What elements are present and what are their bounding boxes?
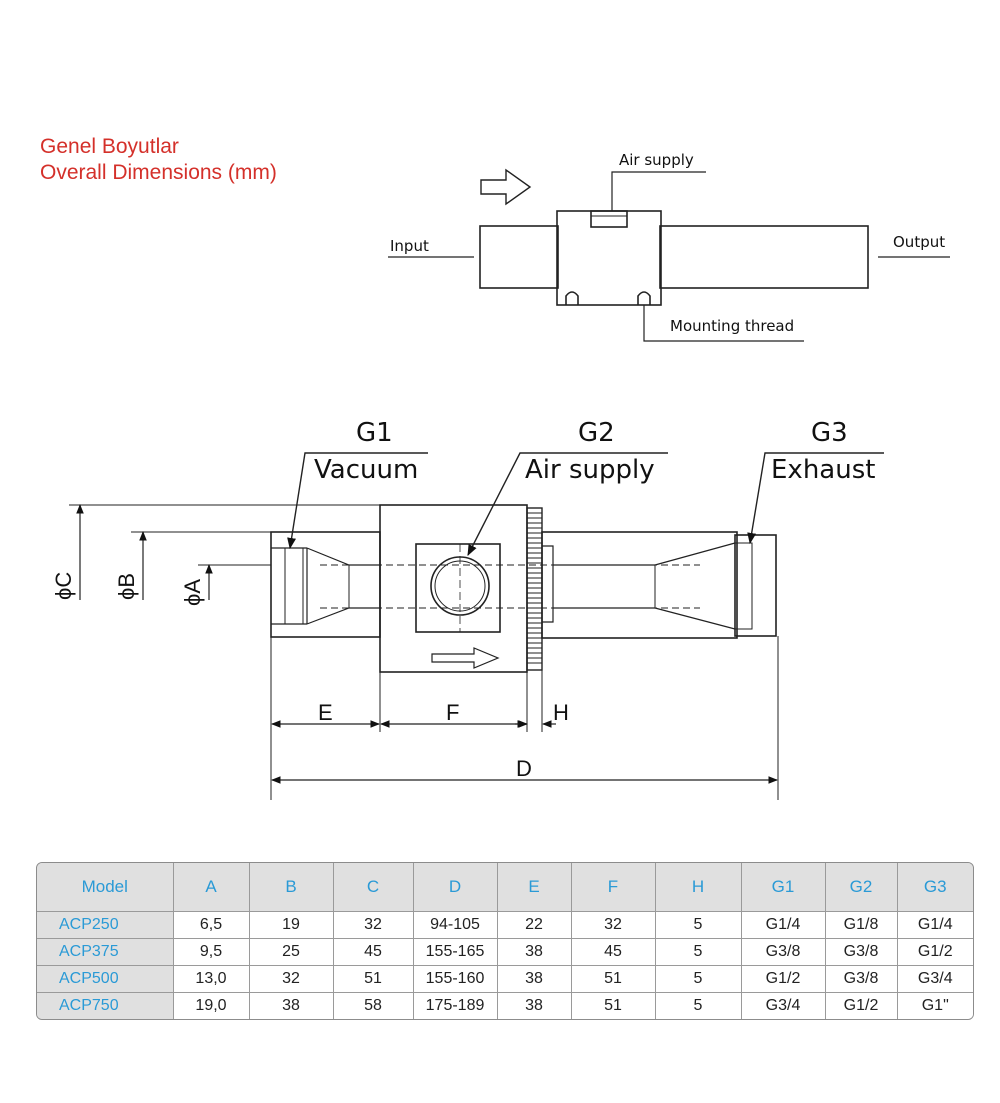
table-cell: G1" bbox=[897, 992, 973, 1019]
dim-b-label: ϕB bbox=[114, 573, 139, 600]
header-a: A bbox=[173, 863, 250, 912]
knurled-ring bbox=[526, 507, 543, 671]
g2-name-label: Air supply bbox=[525, 455, 655, 485]
central-body bbox=[379, 504, 528, 673]
table-cell: 19 bbox=[249, 911, 334, 939]
g1-code-label: G1 bbox=[356, 418, 393, 448]
table-cell: 5 bbox=[655, 938, 742, 966]
dim-d-label: D bbox=[516, 756, 532, 781]
table-cell: 22 bbox=[497, 911, 572, 939]
table-cell: 5 bbox=[655, 911, 742, 939]
output-label: Output bbox=[893, 233, 945, 251]
ejector-body bbox=[556, 210, 662, 306]
table-cell: ACP250 bbox=[37, 911, 174, 939]
exhaust-fitting bbox=[734, 534, 777, 637]
flow-direction-arrow bbox=[480, 168, 532, 206]
air-supply-label: Air supply bbox=[619, 151, 694, 169]
table-cell: G1/4 bbox=[741, 911, 826, 939]
table-cell: 13,0 bbox=[173, 965, 250, 993]
table-cell: ACP750 bbox=[37, 992, 174, 1019]
g2-code-label: G2 bbox=[578, 418, 615, 448]
table-cell: 6,5 bbox=[173, 911, 250, 939]
table-cell: 51 bbox=[571, 992, 656, 1019]
top-diagram bbox=[388, 168, 950, 342]
table-cell: G1/4 bbox=[897, 911, 973, 939]
table-cell: 175-189 bbox=[413, 992, 498, 1019]
table-cell: 32 bbox=[571, 911, 656, 939]
table-cell: 45 bbox=[571, 938, 656, 966]
table-row: ACP250 6,5 19 32 94-105 22 32 5 G1/4 G1/… bbox=[37, 911, 973, 939]
g3-name-label: Exhaust bbox=[771, 455, 875, 485]
exhaust-tube bbox=[541, 531, 738, 639]
table-cell: 38 bbox=[497, 965, 572, 993]
dim-f-label: F bbox=[446, 700, 459, 725]
mounting-hole-right bbox=[637, 291, 651, 305]
header-g1: G1 bbox=[741, 863, 826, 912]
table-cell: 9,5 bbox=[173, 938, 250, 966]
table-cell: 45 bbox=[333, 938, 414, 966]
table-row: ACP375 9,5 25 45 155-165 38 45 5 G3/8 G3… bbox=[37, 938, 973, 966]
header-c: C bbox=[333, 863, 414, 912]
table-cell: ACP500 bbox=[37, 965, 174, 993]
dimension-diagrams: Air supply Input Output Mounting thread bbox=[51, 151, 950, 800]
table-cell: G3/8 bbox=[825, 938, 898, 966]
header-d: D bbox=[413, 863, 498, 912]
table-row: ACP500 13,0 32 51 155-160 38 51 5 G1/2 G… bbox=[37, 965, 973, 993]
header-f: F bbox=[571, 863, 656, 912]
table-cell: G3/8 bbox=[825, 965, 898, 993]
table-cell: 32 bbox=[333, 911, 414, 939]
table-cell: 19,0 bbox=[173, 992, 250, 1019]
table-cell: G1/2 bbox=[741, 965, 826, 993]
mounting-hole-left bbox=[565, 291, 579, 305]
table-row: ACP750 19,0 38 58 175-189 38 51 5 G3/4 G… bbox=[37, 992, 973, 1019]
table-cell: 38 bbox=[497, 938, 572, 966]
table-cell: ACP375 bbox=[37, 938, 174, 966]
header-b: B bbox=[249, 863, 334, 912]
table-cell: G1/2 bbox=[897, 938, 973, 966]
g3-code-label: G3 bbox=[811, 418, 848, 448]
dim-h-label: H bbox=[553, 700, 569, 725]
table-cell: G3/4 bbox=[741, 992, 826, 1019]
air-supply-port bbox=[590, 210, 628, 228]
title-line-2: Overall Dimensions (mm) bbox=[40, 161, 277, 184]
table-cell: 5 bbox=[655, 992, 742, 1019]
table-cell: 155-160 bbox=[413, 965, 498, 993]
header-g2: G2 bbox=[825, 863, 898, 912]
header-model: Model bbox=[37, 863, 174, 912]
table-cell: 38 bbox=[497, 992, 572, 1019]
table-cell: 25 bbox=[249, 938, 334, 966]
header-g3: G3 bbox=[897, 863, 973, 912]
table-cell: 155-165 bbox=[413, 938, 498, 966]
title-line-1: Genel Boyutlar bbox=[40, 135, 179, 158]
flow-arrow bbox=[431, 647, 500, 669]
table-cell: 38 bbox=[249, 992, 334, 1019]
dim-a-label: ϕA bbox=[180, 579, 205, 606]
table-cell: 94-105 bbox=[413, 911, 498, 939]
table-cell: 5 bbox=[655, 965, 742, 993]
dim-e-label: E bbox=[318, 700, 333, 725]
input-tube bbox=[479, 225, 559, 289]
table-cell: 51 bbox=[571, 965, 656, 993]
table-header-row: Model A B C D E F H G1 G2 G3 bbox=[37, 863, 973, 912]
air-supply-block bbox=[415, 543, 501, 633]
header-e: E bbox=[497, 863, 572, 912]
input-label: Input bbox=[390, 237, 429, 255]
table-cell: 58 bbox=[333, 992, 414, 1019]
table-cell: G1/8 bbox=[825, 911, 898, 939]
main-drawing bbox=[69, 452, 884, 800]
g1-name-label: Vacuum bbox=[314, 455, 418, 485]
table-cell: G3/8 bbox=[741, 938, 826, 966]
table-cell: G1/2 bbox=[825, 992, 898, 1019]
mounting-thread-label: Mounting thread bbox=[670, 317, 794, 335]
table-cell: G3/4 bbox=[897, 965, 973, 993]
table-cell: 32 bbox=[249, 965, 334, 993]
header-h: H bbox=[655, 863, 742, 912]
knurl-pattern bbox=[527, 512, 542, 664]
output-tube bbox=[659, 225, 869, 289]
dim-c-label: ϕC bbox=[51, 572, 76, 600]
table-cell: 51 bbox=[333, 965, 414, 993]
dimensions-table: Model A B C D E F H G1 G2 G3 ACP250 6,5 … bbox=[36, 862, 974, 1020]
